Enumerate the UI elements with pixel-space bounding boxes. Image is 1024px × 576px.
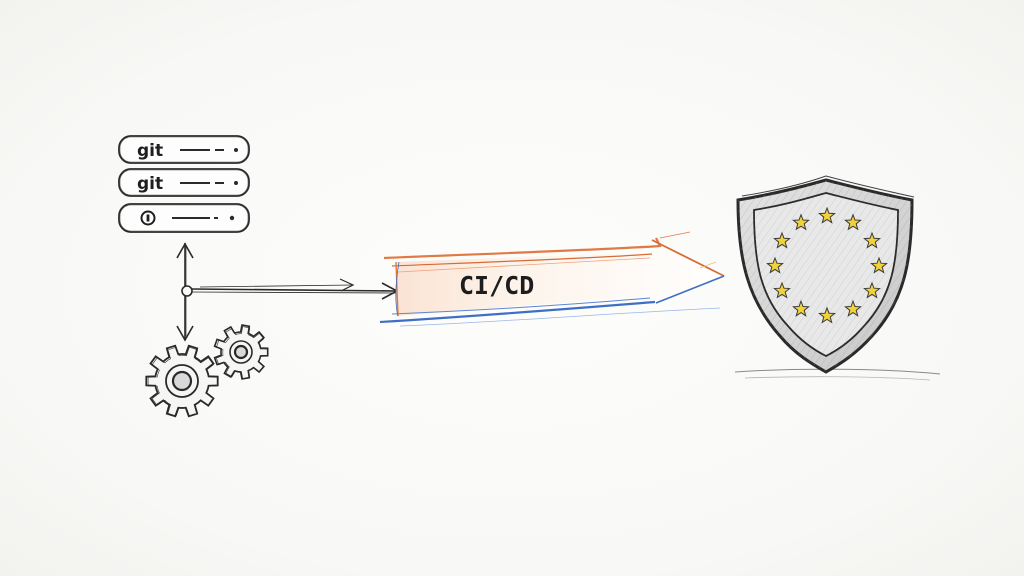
eu-stars-ring xyxy=(766,206,888,324)
eu-star-icon xyxy=(792,213,810,231)
gear-small-icon xyxy=(213,324,269,380)
repo-label-2: git xyxy=(137,174,163,194)
eu-star-icon xyxy=(844,213,862,231)
status-led-icon xyxy=(234,181,238,185)
eu-star-icon xyxy=(844,299,862,317)
eu-security-shield-icon xyxy=(734,175,941,381)
connector-arrows xyxy=(176,242,399,342)
repo-row-3 xyxy=(118,203,250,233)
gears-icon xyxy=(145,324,269,418)
eu-star-icon xyxy=(773,281,791,299)
repo-row-2: git xyxy=(118,168,250,197)
eu-star-icon xyxy=(863,281,881,299)
cicd-pipeline-arrow: CI/CD xyxy=(379,231,725,327)
eu-star-icon xyxy=(766,256,784,274)
down-arrowhead-icon xyxy=(176,325,194,342)
lock-icon xyxy=(140,210,156,226)
eu-star-icon xyxy=(818,306,836,324)
horizontal-connector xyxy=(191,288,397,292)
eu-star-icon xyxy=(863,231,881,249)
repo-row-1: git xyxy=(118,135,250,164)
repo-label-1: git xyxy=(137,141,163,161)
eu-star-icon xyxy=(818,206,836,224)
junction-node xyxy=(181,285,193,297)
gear-large-icon xyxy=(145,344,219,418)
repository-stack: git git xyxy=(118,135,250,233)
status-led-icon xyxy=(229,215,235,221)
eu-star-icon xyxy=(773,231,791,249)
eu-star-icon xyxy=(870,256,888,274)
eu-star-icon xyxy=(792,299,810,317)
status-led-icon xyxy=(234,148,238,152)
up-arrowhead-icon xyxy=(176,242,194,259)
pipeline-label: CI/CD xyxy=(459,271,534,300)
shield-ground-shadow xyxy=(734,368,941,375)
